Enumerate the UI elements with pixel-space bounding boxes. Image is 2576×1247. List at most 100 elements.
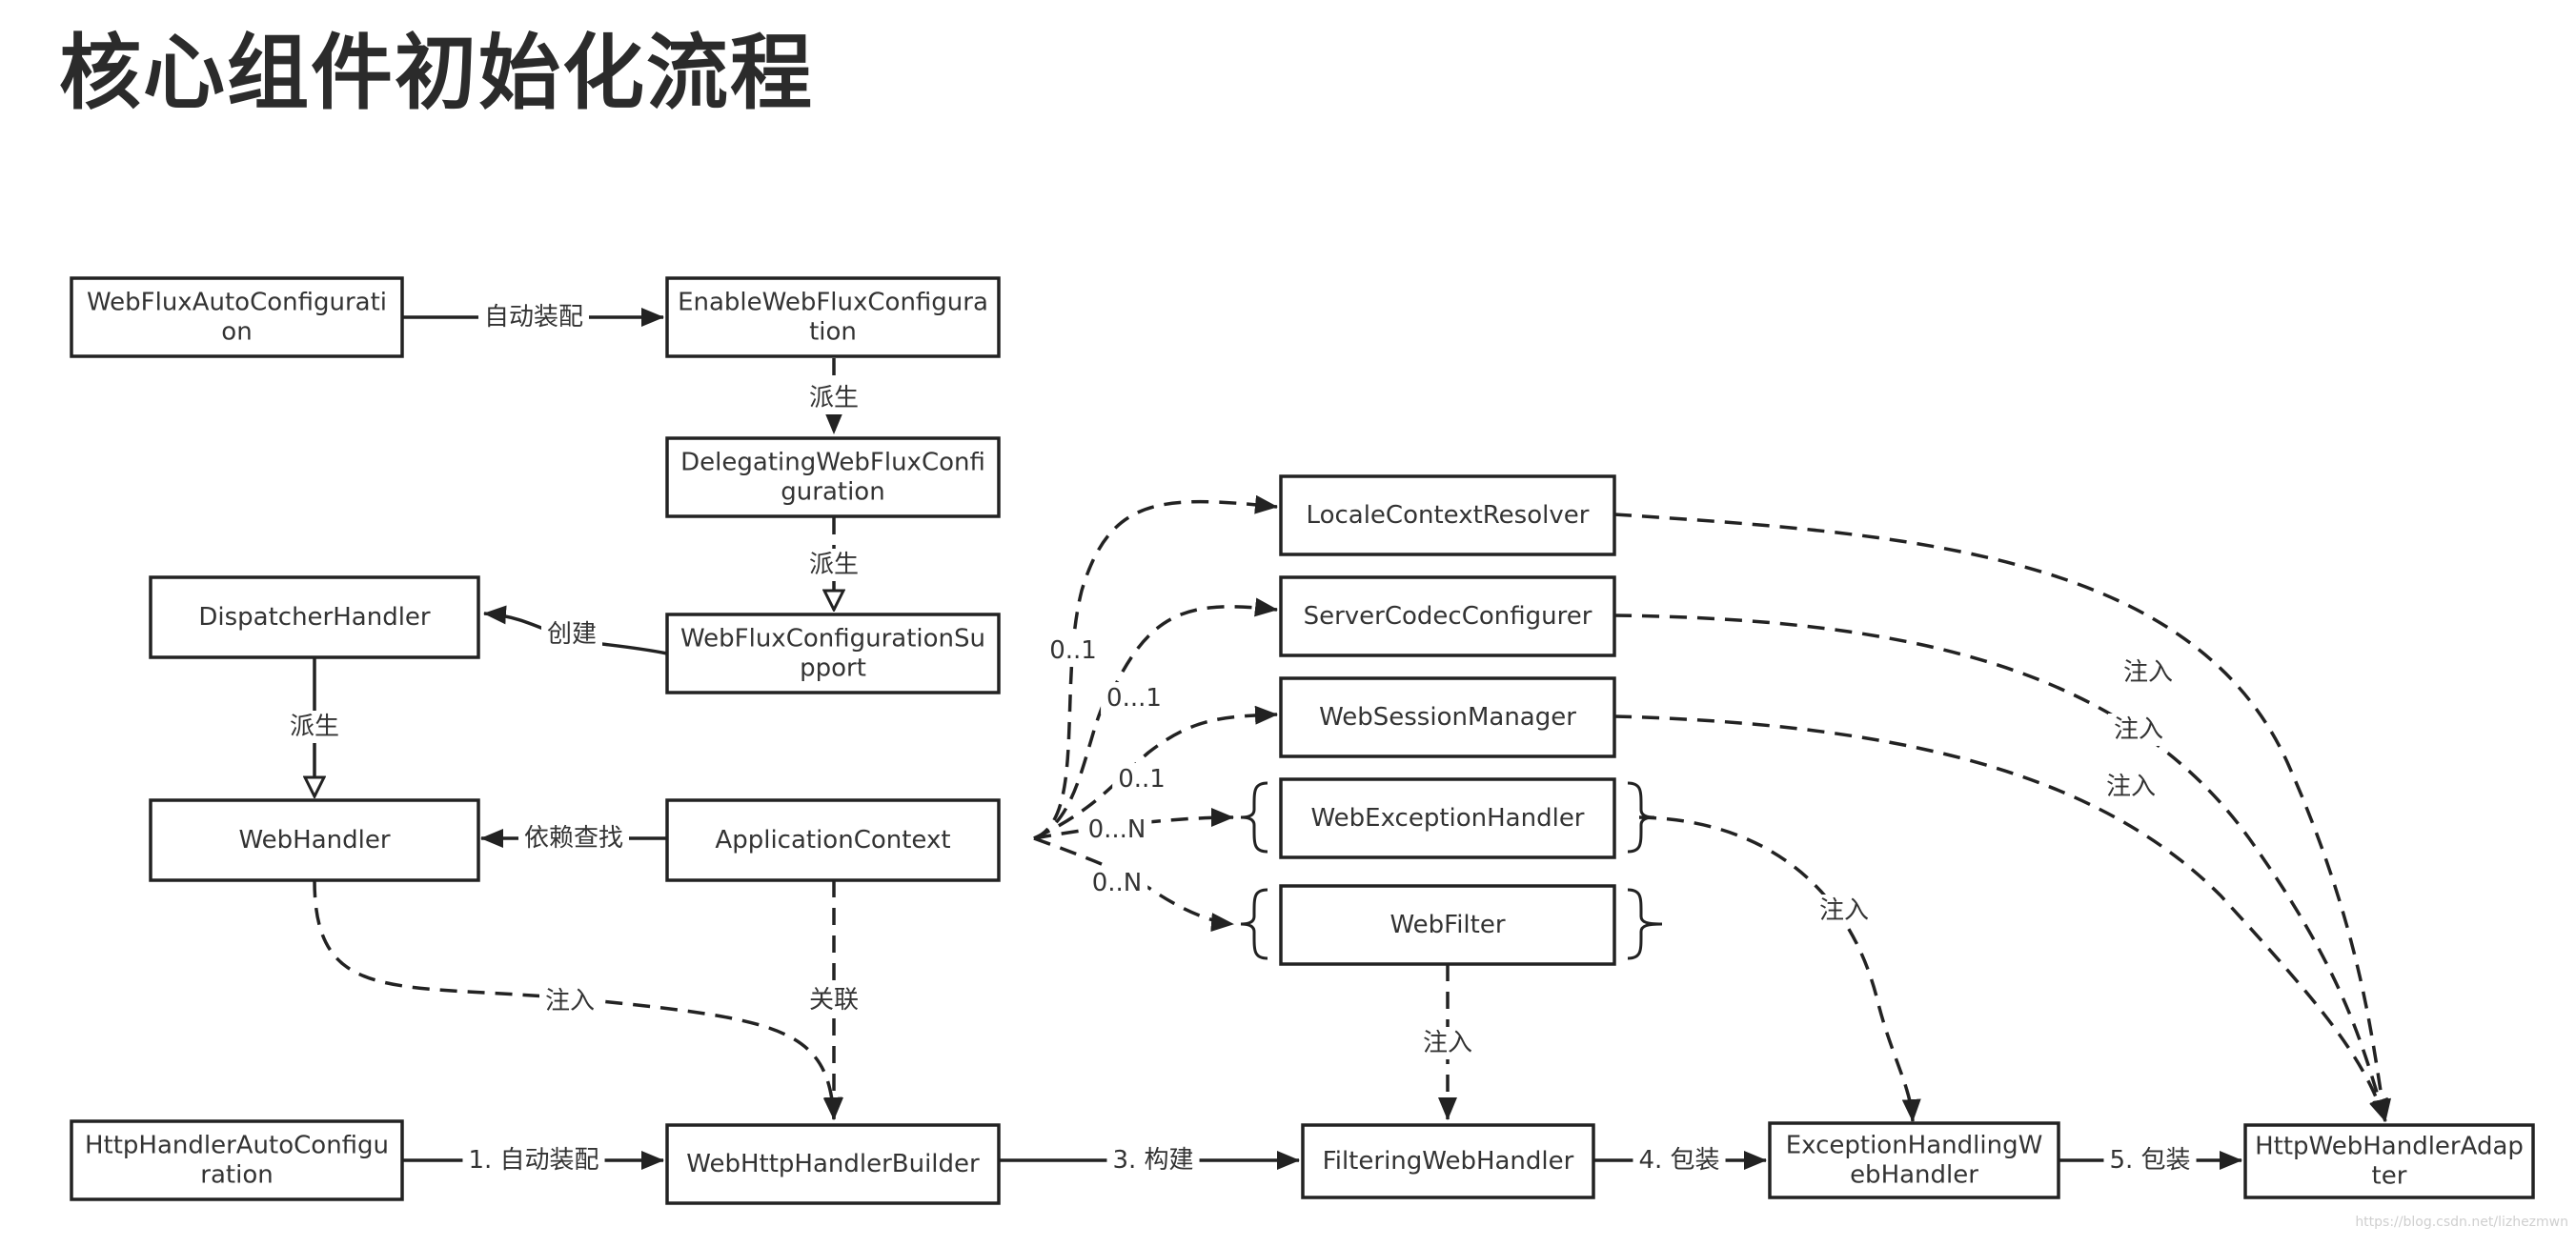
edge-label-e18: 注入	[1416, 1027, 1479, 1059]
edge-label-bg	[802, 984, 865, 1016]
node-label: ExceptionHandlingW	[1786, 1132, 2043, 1160]
edge-label-e10: 0...N	[1082, 814, 1152, 846]
node-box	[665, 613, 1001, 694]
edge-label-text: 1. 自动装配	[468, 1146, 598, 1175]
edge-label-bg	[802, 382, 865, 414]
edge-appctx-webfilter	[1033, 836, 1234, 933]
edge-label-text: 注入	[545, 987, 595, 1016]
node-label: pport	[800, 654, 866, 683]
edge-label-text: 派生	[809, 384, 859, 412]
edge-label-text: 0..N	[1092, 869, 1143, 897]
edge-label-e8: 0...1	[1101, 682, 1167, 714]
node-label: ApplicationContext	[715, 826, 950, 855]
brace-exhandler-left	[1240, 781, 1268, 854]
node-box	[149, 798, 480, 882]
edge-label-bg	[2107, 714, 2170, 746]
edge-label-e7: 0..1	[1044, 634, 1103, 667]
edge-appctx-session	[1033, 705, 1278, 840]
edge-label-text: 0...1	[1106, 684, 1162, 713]
node-label: DelegatingWebFluxConfi	[680, 449, 985, 477]
edge-label-text: 自动装配	[484, 303, 583, 332]
edge-exhandler-exhandling	[1638, 815, 1921, 1122]
node-box	[70, 1119, 404, 1201]
edge-label-e4: 创建	[540, 618, 603, 651]
edge-label-bg	[1112, 763, 1171, 795]
node-box	[149, 575, 480, 659]
node-label: WebExceptionHandler	[1310, 804, 1584, 833]
node-webhandler: WebHandler	[149, 798, 480, 882]
node-codec: ServerCodecConfigurer	[1279, 575, 1616, 657]
node-box	[1279, 884, 1616, 966]
edge-label-bg	[462, 1144, 605, 1177]
edge-appctx-locale	[1033, 494, 1278, 840]
edge-label-e6: 依赖查找	[517, 822, 630, 855]
node-label: HttpWebHandlerAdap	[2255, 1133, 2524, 1161]
node-label: ration	[200, 1161, 273, 1190]
edge-label-e12: 注入	[538, 985, 601, 1017]
edge-label-e16: 4. 包装	[1633, 1144, 1726, 1177]
node-label: ter	[2372, 1162, 2407, 1191]
node-builder: WebHttpHandlerBuilder	[665, 1123, 1001, 1205]
node-session: WebSessionManager	[1279, 676, 1616, 758]
edge-label-text: 4. 包装	[1638, 1146, 1719, 1175]
node-label: ebHandler	[1850, 1161, 1978, 1190]
edge-label-e19: 注入	[1813, 895, 1876, 927]
node-label: WebFluxConfigurationSu	[680, 625, 985, 654]
edge-label-text: 0...N	[1088, 815, 1146, 844]
edge-label-e20: 注入	[2117, 656, 2180, 689]
edge-label-e1: 自动装配	[477, 301, 590, 333]
edge-session-adapter	[1613, 714, 2387, 1122]
node-box	[2243, 1123, 2535, 1199]
node-label: ServerCodecConfigurer	[1304, 602, 1592, 631]
node-box	[665, 1123, 1001, 1205]
collection-braces	[1240, 781, 1663, 960]
edge-label-text: 注入	[2123, 658, 2173, 687]
edge-label-e9: 0..1	[1112, 763, 1171, 795]
node-webfilter: WebFilter	[1279, 884, 1616, 966]
edge-label-e3: 派生	[802, 549, 865, 581]
node-label: LocaleContextResolver	[1307, 501, 1590, 530]
edge-label-bg	[1106, 1144, 1200, 1177]
edge-label-e13: 关联	[802, 984, 865, 1016]
edge-label-text: 注入	[2106, 773, 2156, 801]
edge-label-bg	[477, 301, 590, 333]
edge-label-text: 派生	[809, 551, 859, 579]
brace-webfilter-right	[1627, 888, 1663, 960]
node-label: DispatcherHandler	[198, 603, 431, 632]
node-dispatcher: DispatcherHandler	[149, 575, 480, 659]
edge-label-e17: 5. 包装	[2103, 1144, 2197, 1177]
edge-label-e22: 注入	[2099, 771, 2162, 803]
edge-label-bg	[1101, 682, 1167, 714]
edge-label-bg	[2099, 771, 2162, 803]
edge-label-text: 依赖查找	[524, 824, 623, 853]
edge-codec-adapter	[1613, 613, 2389, 1122]
edge-label-text: 0..1	[1049, 636, 1097, 665]
node-label: HttpHandlerAutoConfigu	[85, 1132, 389, 1160]
node-label: EnableWebFluxConfigura	[678, 289, 988, 317]
page-title: 核心组件初始化流程	[59, 26, 814, 121]
edge-label-bg	[1082, 814, 1152, 846]
node-box	[665, 436, 1001, 518]
edge-label-bg	[1085, 867, 1148, 899]
edge-label-text: 注入	[1423, 1029, 1472, 1057]
edge-label-bg	[1813, 895, 1876, 927]
watermark: https://blog.csdn.net/lizhezmwn	[2355, 1215, 2568, 1230]
edge-label-e15: 3. 构建	[1106, 1144, 1200, 1177]
edge-label-e5: 派生	[283, 711, 346, 743]
node-label: WebFilter	[1389, 911, 1505, 939]
edge-label-bg	[2103, 1144, 2197, 1177]
edge-label-bg	[802, 549, 865, 581]
node-label: on	[221, 318, 252, 347]
edge-label-text: 3. 构建	[1112, 1146, 1193, 1175]
edge-label-text: 关联	[809, 986, 859, 1015]
node-locale: LocaleContextResolver	[1279, 474, 1616, 556]
edge-label-bg	[1416, 1027, 1479, 1059]
node-label: WebHandler	[238, 826, 390, 855]
node-label: guration	[781, 478, 884, 507]
